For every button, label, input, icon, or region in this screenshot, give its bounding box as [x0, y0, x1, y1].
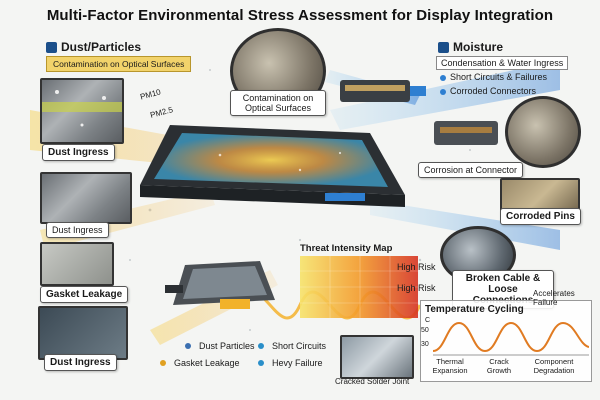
corrosion-callout: Corrosion at Connector: [418, 162, 524, 178]
dust-icon: [46, 41, 57, 53]
temperature-curve: [433, 321, 589, 356]
temperature-y-30: 30: [421, 341, 429, 348]
gasket-image: [40, 242, 114, 286]
moisture-bullets: Short Circuits & Failures Corroded Conne…: [440, 70, 547, 98]
legend-dot-icon: [258, 343, 264, 349]
stage-degradation: Component Degradation: [533, 357, 575, 375]
legend-short: Short Circuits: [258, 341, 326, 351]
legend-label: Hevy Failure: [272, 358, 323, 368]
corrosion-closeup-image: [505, 96, 581, 168]
legend-dot-icon: [258, 360, 264, 366]
temperature-cycling-panel: Temperature Cycling Accelerates Failure …: [420, 289, 592, 382]
temperature-note: Accelerates Failure: [533, 289, 575, 307]
dust-banner: Contamination on Optical Surfaces: [46, 56, 192, 72]
moisture-bullet-item: Corroded Connectors: [440, 84, 547, 98]
moisture-icon: [438, 41, 449, 53]
legend-dust: Dust Particles: [185, 341, 255, 351]
stage-thermal: Thermal Expansion: [432, 357, 468, 375]
legend-failure: Hevy Failure: [258, 358, 323, 368]
dust-section-heading: Dust/Particles: [46, 40, 141, 54]
legend-gasket: Gasket Leakage: [160, 358, 240, 368]
solder-joint-caption: Cracked Solder Joint: [335, 377, 410, 386]
connector-image: [340, 80, 426, 102]
moisture-section-heading: Moisture: [438, 40, 503, 54]
bullet-icon: [440, 74, 446, 81]
temperature-y-unit: C: [425, 317, 431, 324]
contamination-callout: Contamination on Optical Surfaces: [230, 90, 326, 116]
high-risk-label-1: High Risk: [397, 262, 436, 272]
dust-panel-image: [40, 172, 132, 224]
moisture-banner: Condensation & Water Ingress: [436, 56, 569, 70]
legend-dot-icon: [160, 360, 166, 366]
temperature-y-50: 50: [421, 327, 429, 334]
legend-label: Gasket Leakage: [174, 358, 240, 368]
sensor-module-image: [165, 261, 275, 309]
dust-closeup-image: [40, 78, 124, 144]
legend-label: Dust Particles: [199, 341, 255, 351]
connector-corroded-image: [434, 121, 498, 145]
moisture-bullet-item: Short Circuits & Failures: [440, 70, 547, 84]
threat-map-heatmap: [300, 256, 418, 318]
moisture-bullet-text: Short Circuits & Failures: [450, 72, 548, 82]
solder-joint-image: [340, 335, 414, 379]
moisture-bullet-text: Corroded Connectors: [450, 86, 537, 96]
bullet-icon: [440, 88, 446, 95]
page-title: Multi-Factor Environmental Stress Assess…: [46, 7, 554, 24]
legend-dot-icon: [185, 343, 191, 349]
temperature-title: Temperature Cycling: [425, 304, 524, 315]
threat-map-title: Threat Intensity Map: [300, 243, 393, 254]
legend-label: Short Circuits: [272, 341, 327, 351]
dust-ingress-callout-1: Dust Ingress: [42, 144, 115, 161]
stage-crack: Crack Growth: [486, 357, 512, 375]
corroded-pins-callout: Corroded Pins: [500, 208, 581, 225]
dust-heading-text: Dust/Particles: [61, 40, 142, 54]
moisture-heading-text: Moisture: [453, 40, 504, 54]
gasket-leakage-callout: Gasket Leakage: [40, 286, 129, 303]
dust-ingress-callout-2: Dust Ingress: [46, 222, 109, 238]
dust-window-image: [38, 306, 128, 360]
dust-ingress-callout-3: Dust Ingress: [44, 354, 117, 371]
display-device: [140, 125, 405, 207]
high-risk-label-2: High Risk: [397, 283, 436, 293]
